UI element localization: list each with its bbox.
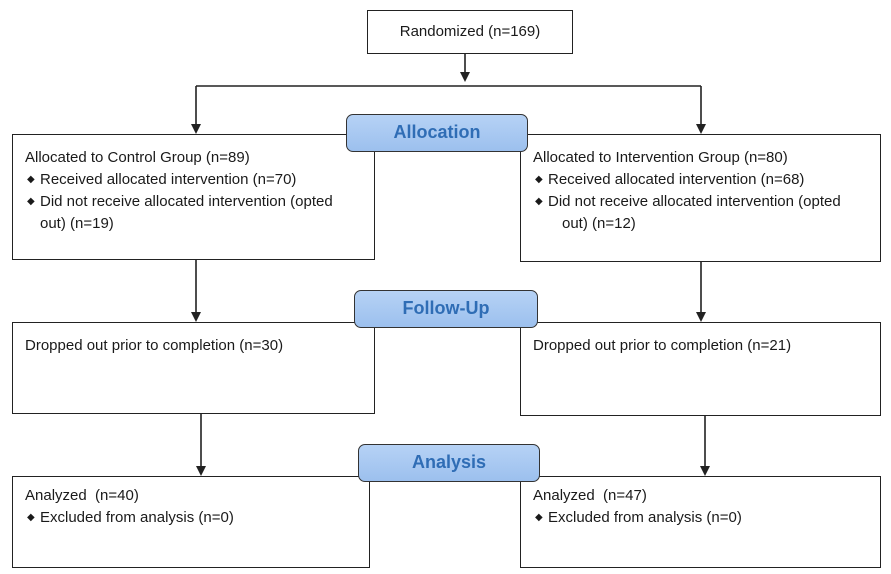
bullet-diamond-icon: ◆ <box>535 174 543 185</box>
randomized-box: Randomized (n=169) <box>367 10 573 54</box>
bullet-diamond-icon: ◆ <box>27 196 35 207</box>
intervention-received-text: Received allocated intervention (n=68) <box>548 171 805 188</box>
control-followup-box: Dropped out prior to completion (n=30) <box>12 322 375 414</box>
bullet-diamond-icon: ◆ <box>535 196 543 207</box>
intervention-not-received-text: Did not receive allocated intervention (… <box>548 193 841 210</box>
stage-allocation-label: Allocation <box>346 114 528 152</box>
intervention-not-received-item: ◆ Did not receive allocated intervention… <box>533 191 870 235</box>
control-not-received-text-cont: out) (n=19) <box>40 215 114 232</box>
control-excluded-item: ◆ Excluded from analysis (n=0) <box>25 507 359 529</box>
intervention-allocation-box: Allocated to Intervention Group (n=80) ◆… <box>520 134 881 262</box>
bullet-diamond-icon: ◆ <box>27 512 35 523</box>
intervention-followup-box: Dropped out prior to completion (n=21) <box>520 322 881 416</box>
control-excluded-text: Excluded from analysis (n=0) <box>40 509 234 526</box>
intervention-excluded-text: Excluded from analysis (n=0) <box>548 509 742 526</box>
intervention-received-item: ◆ Received allocated intervention (n=68) <box>533 169 870 191</box>
control-not-received-text: Did not receive allocated intervention (… <box>40 193 333 210</box>
control-analysis-title: Analyzed (n=40) <box>25 487 139 504</box>
control-received-text: Received allocated intervention (n=70) <box>40 171 297 188</box>
control-analysis-box: Analyzed (n=40) ◆ Excluded from analysis… <box>12 476 370 568</box>
intervention-analysis-title: Analyzed (n=47) <box>533 487 647 504</box>
control-allocation-box: Allocated to Control Group (n=89) ◆ Rece… <box>12 134 375 260</box>
control-received-item: ◆ Received allocated intervention (n=70) <box>25 169 364 191</box>
stage-followup-label: Follow-Up <box>354 290 538 328</box>
control-not-received-item: ◆ Did not receive allocated intervention… <box>25 191 364 235</box>
intervention-not-received-text-cont: out) (n=12) <box>562 215 636 232</box>
stage-analysis-label: Analysis <box>358 444 540 482</box>
intervention-excluded-item: ◆ Excluded from analysis (n=0) <box>533 507 870 529</box>
intervention-allocation-title: Allocated to Intervention Group (n=80) <box>533 149 788 166</box>
randomized-label: Randomized (n=169) <box>399 23 541 40</box>
bullet-diamond-icon: ◆ <box>27 174 35 185</box>
control-followup-text: Dropped out prior to completion (n=30) <box>25 337 284 354</box>
intervention-followup-text: Dropped out prior to completion (n=21) <box>533 337 792 354</box>
bullet-diamond-icon: ◆ <box>535 512 543 523</box>
control-allocation-title: Allocated to Control Group (n=89) <box>25 149 250 166</box>
intervention-analysis-box: Analyzed (n=47) ◆ Excluded from analysis… <box>520 476 881 568</box>
